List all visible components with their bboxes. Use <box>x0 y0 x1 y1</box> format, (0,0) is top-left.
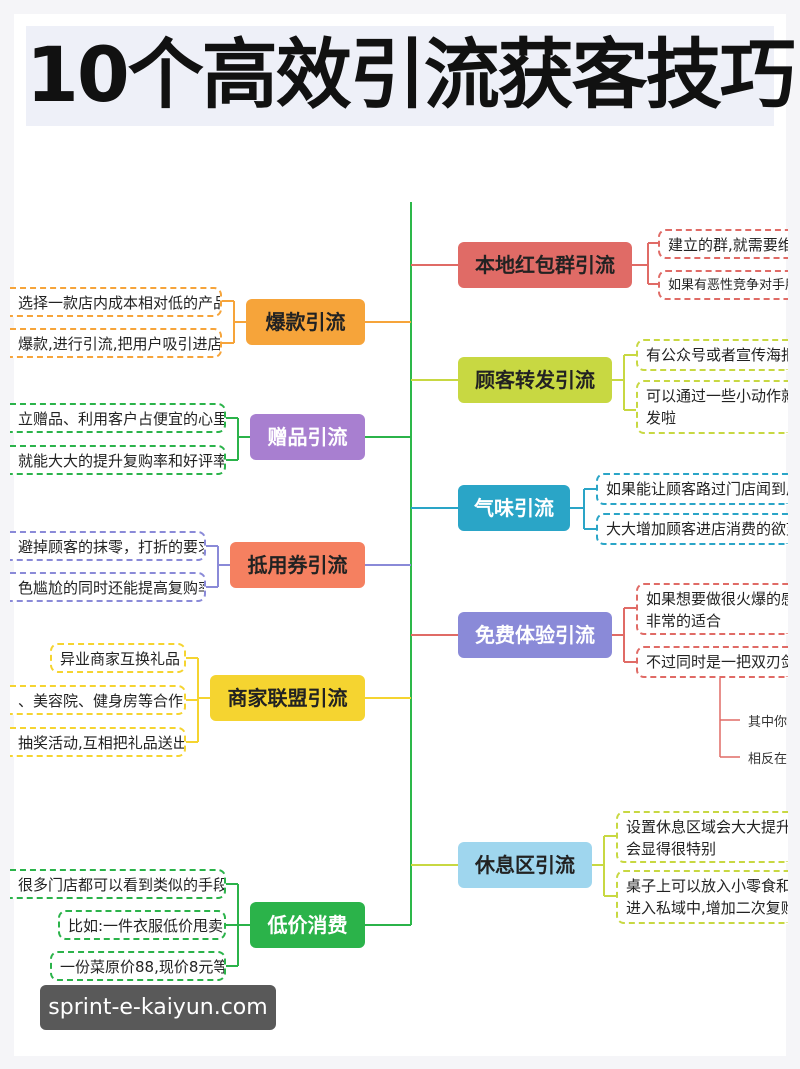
leaf-item: 如果能让顾客路过门店闻到后 <box>596 473 788 505</box>
watermark: sprint-e-kaiyun.com <box>40 985 276 1030</box>
leaf-item: 比如:一件衣服低价甩卖 <box>58 910 226 940</box>
topic-scent: 气味引流 <box>458 485 570 531</box>
topic-local-redpacket-group: 本地红包群引流 <box>458 242 632 288</box>
leaf-item: 色尴尬的同时还能提高复购率 <box>10 572 206 602</box>
leaf-item: 有公众号或者宣传海报 <box>636 339 788 371</box>
topic-customer-forward: 顾客转发引流 <box>458 357 612 403</box>
leaf-item: 异业商家互换礼品 <box>50 643 186 673</box>
topic-gift: 赠品引流 <box>250 414 365 460</box>
leaf-item: 大大增加顾客进店消费的欲望 <box>596 513 788 545</box>
leaf-item: 选择一款店内成本相对低的产品 <box>10 287 222 317</box>
sub-item: 其中你 <box>748 715 788 730</box>
leaf-item: 很多门店都可以看到类似的手段 <box>10 869 226 899</box>
topic-coupon: 抵用券引流 <box>230 542 365 588</box>
leaf-item: 避掉顾客的抹零，打折的要求 <box>10 531 206 561</box>
title-background <box>26 26 774 126</box>
leaf-item: 如果有恶性竞争对手朋 <box>658 270 788 300</box>
leaf-item: 建立的群,就需要维 <box>658 229 788 259</box>
sub-item: 相反在 <box>748 752 788 767</box>
leaf-item: 桌子上可以放入小零食和 进入私域中,增加二次复购 <box>616 870 788 924</box>
page-title: 10个高效引流获客技巧 <box>26 30 796 119</box>
leaf-item: 、美容院、健身房等合作 <box>10 685 186 715</box>
leaf-item: 不过同时是一把双刃剑 <box>636 646 788 678</box>
leaf-item: 立赠品、利用客户占便宜的心里 <box>10 403 226 433</box>
topic-merchant-alliance: 商家联盟引流 <box>210 675 365 721</box>
leaf-item: 设置休息区域会大大提升 会显得很特别 <box>616 811 788 863</box>
topic-rest-area: 休息区引流 <box>458 842 592 888</box>
topic-low-price: 低价消费 <box>250 902 365 948</box>
leaf-item: 爆款,进行引流,把用户吸引进店 <box>10 328 222 358</box>
topic-free-trial: 免费体验引流 <box>458 612 612 658</box>
leaf-item: 一份菜原价88,现价8元等 <box>50 951 226 981</box>
topic-hot-item: 爆款引流 <box>246 299 365 345</box>
leaf-item: 如果想要做很火爆的感 非常的适合 <box>636 583 788 635</box>
leaf-item: 可以通过一些小动作就 发啦 <box>636 380 788 434</box>
leaf-item: 就能大大的提升复购率和好评率 <box>10 445 226 475</box>
leaf-item: 抽奖活动,互相把礼品送出 <box>10 727 186 757</box>
